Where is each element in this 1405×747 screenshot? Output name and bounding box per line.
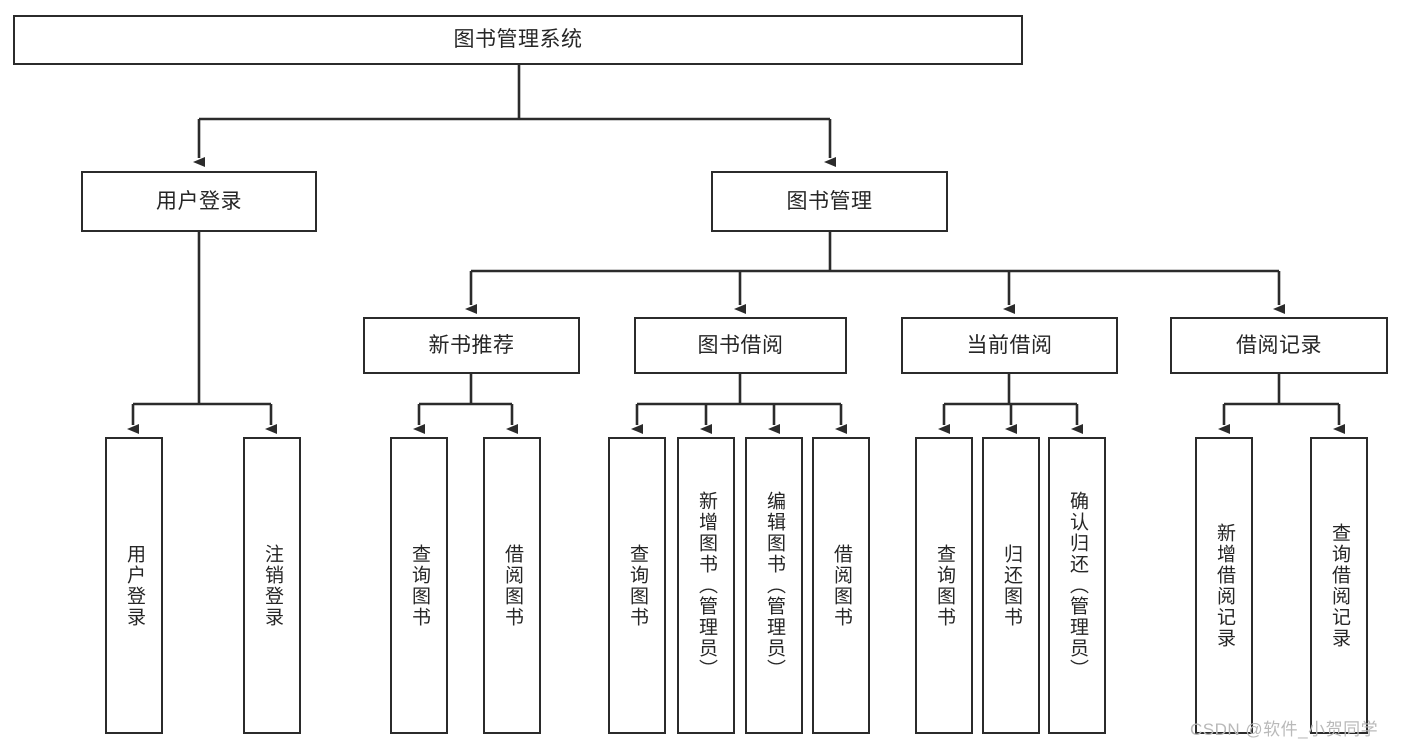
node-label: 借阅图书 <box>830 543 852 628</box>
node-borrow-record[interactable]: 借阅记录 <box>1170 317 1388 374</box>
csdn-watermark: CSDN @软件_小贺同学 <box>1190 720 1379 739</box>
leaf-borrow-edit-book-admin[interactable]: 编辑图书（管理员） <box>745 437 803 734</box>
node-label: 新增借阅记录 <box>1213 522 1235 649</box>
node-label: 归还图书 <box>1000 543 1022 628</box>
node-label: 图书管理 <box>786 189 873 213</box>
node-label: 用户登录 <box>123 543 145 628</box>
leaf-current-return-book[interactable]: 归还图书 <box>982 437 1040 734</box>
node-label: 查询借阅记录 <box>1328 522 1350 649</box>
leaf-recommend-borrow-book[interactable]: 借阅图书 <box>483 437 541 734</box>
node-label: 查询图书 <box>933 543 955 628</box>
node-label: 查询图书 <box>626 543 648 628</box>
node-label: 用户登录 <box>156 189 242 213</box>
node-user-login[interactable]: 用户登录 <box>81 171 317 232</box>
leaf-borrow-borrow-book[interactable]: 借阅图书 <box>812 437 870 734</box>
node-label: 查询图书 <box>408 543 430 628</box>
node-current-borrow[interactable]: 当前借阅 <box>901 317 1118 374</box>
node-label: 新增图书（管理员） <box>695 491 717 680</box>
node-label: 确认归还（管理员） <box>1066 491 1088 680</box>
leaf-user-login[interactable]: 用户登录 <box>105 437 163 734</box>
leaf-current-confirm-return-admin[interactable]: 确认归还（管理员） <box>1048 437 1106 734</box>
node-label: 编辑图书（管理员） <box>763 491 785 680</box>
node-label: 图书管理系统 <box>453 28 583 52</box>
node-label: 注销登录 <box>261 543 283 628</box>
leaf-user-logout[interactable]: 注销登录 <box>243 437 301 734</box>
node-label: 当前借阅 <box>966 333 1053 357</box>
leaf-record-query-borrow-record[interactable]: 查询借阅记录 <box>1310 437 1368 734</box>
leaf-recommend-query-book[interactable]: 查询图书 <box>390 437 448 734</box>
node-label: 新书推荐 <box>428 333 515 357</box>
leaf-borrow-add-book-admin[interactable]: 新增图书（管理员） <box>677 437 735 734</box>
node-book-borrow[interactable]: 图书借阅 <box>634 317 847 374</box>
node-book-management[interactable]: 图书管理 <box>711 171 948 232</box>
leaf-current-query-book[interactable]: 查询图书 <box>915 437 973 734</box>
node-label: 借阅图书 <box>501 543 523 628</box>
node-root-book-management-system[interactable]: 图书管理系统 <box>13 15 1023 65</box>
leaf-record-add-borrow-record[interactable]: 新增借阅记录 <box>1195 437 1253 734</box>
node-label: 图书借阅 <box>697 333 784 357</box>
node-label: 借阅记录 <box>1236 333 1322 357</box>
leaf-borrow-query-book[interactable]: 查询图书 <box>608 437 666 734</box>
node-new-book-recommend[interactable]: 新书推荐 <box>363 317 580 374</box>
